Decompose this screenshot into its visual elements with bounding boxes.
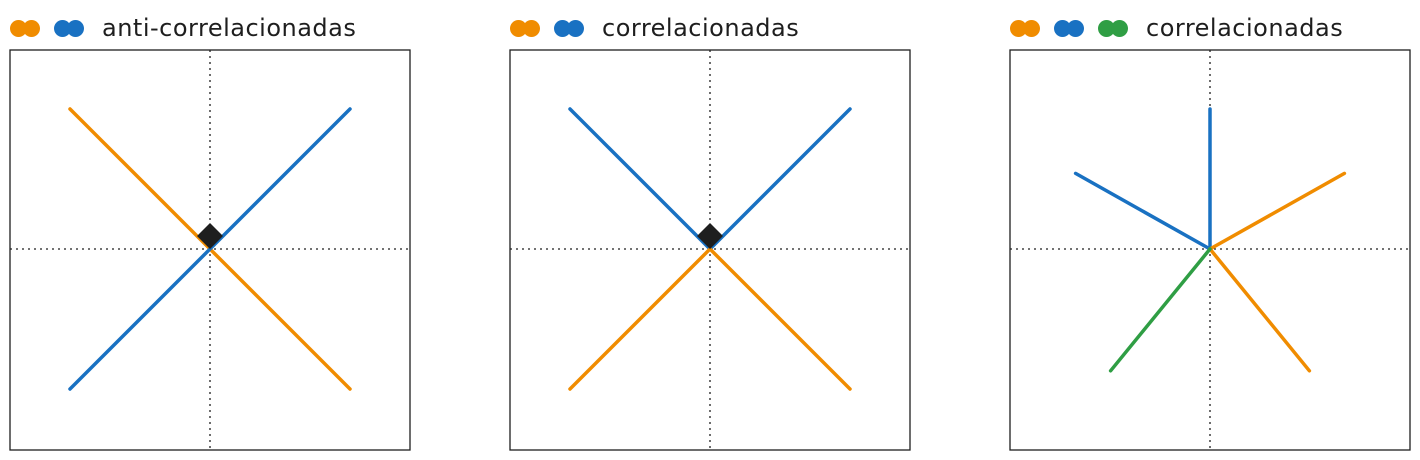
intersection-marker-icon: [197, 223, 223, 249]
blue-vector-line: [708, 107, 852, 251]
green-dot-icon: [1111, 19, 1128, 37]
blue-vector-line: [568, 107, 712, 251]
diagram-panel-anti-correlated: anti-correlacionadas: [0, 0, 411, 460]
blue-dot-pair: [54, 19, 84, 37]
legend: correlacionadas: [510, 8, 799, 48]
orange-dot-icon: [10, 19, 27, 37]
orange-dot-icon: [23, 19, 40, 37]
blue-dot-icon: [1054, 19, 1071, 37]
diagram-panel-correlated: correlacionadas: [500, 0, 911, 460]
orange-dot-pair: [10, 19, 40, 37]
panel-title: correlacionadas: [1146, 14, 1344, 42]
orange-vector-line: [708, 247, 852, 391]
panel-title: correlacionadas: [602, 14, 800, 42]
orange-dot-pair: [510, 19, 540, 37]
blue-dot-pair: [554, 19, 584, 37]
blue-dot-icon: [554, 19, 571, 37]
blue-dot-icon: [67, 19, 84, 37]
green-dot-pair: [1098, 19, 1128, 37]
blue-dot-icon: [1067, 19, 1084, 37]
blue-dot-pair: [1054, 19, 1084, 37]
blue-vector-line: [1073, 171, 1212, 251]
diagram-panel-correlated-three: correlacionadas: [1000, 0, 1411, 460]
orange-vector-line: [1208, 171, 1347, 251]
blue-dot-icon: [567, 19, 584, 37]
orange-dot-icon: [510, 19, 527, 37]
orange-dot-icon: [1010, 19, 1027, 37]
green-vector-line: [1108, 247, 1212, 373]
orange-dot-icon: [1023, 19, 1040, 37]
intersection-marker-icon: [697, 223, 723, 249]
legend: correlacionadas: [1010, 8, 1343, 48]
legend: anti-correlacionadas: [10, 8, 356, 48]
orange-dot-icon: [523, 19, 540, 37]
orange-vector-line: [568, 247, 712, 391]
vector-plot: [1009, 49, 1411, 451]
panel-title: anti-correlacionadas: [102, 14, 357, 42]
vector-plot: [9, 49, 411, 451]
vector-plot: [509, 49, 911, 451]
green-dot-icon: [1098, 19, 1115, 37]
blue-dot-icon: [54, 19, 71, 37]
orange-dot-pair: [1010, 19, 1040, 37]
orange-vector-line: [1208, 247, 1312, 373]
